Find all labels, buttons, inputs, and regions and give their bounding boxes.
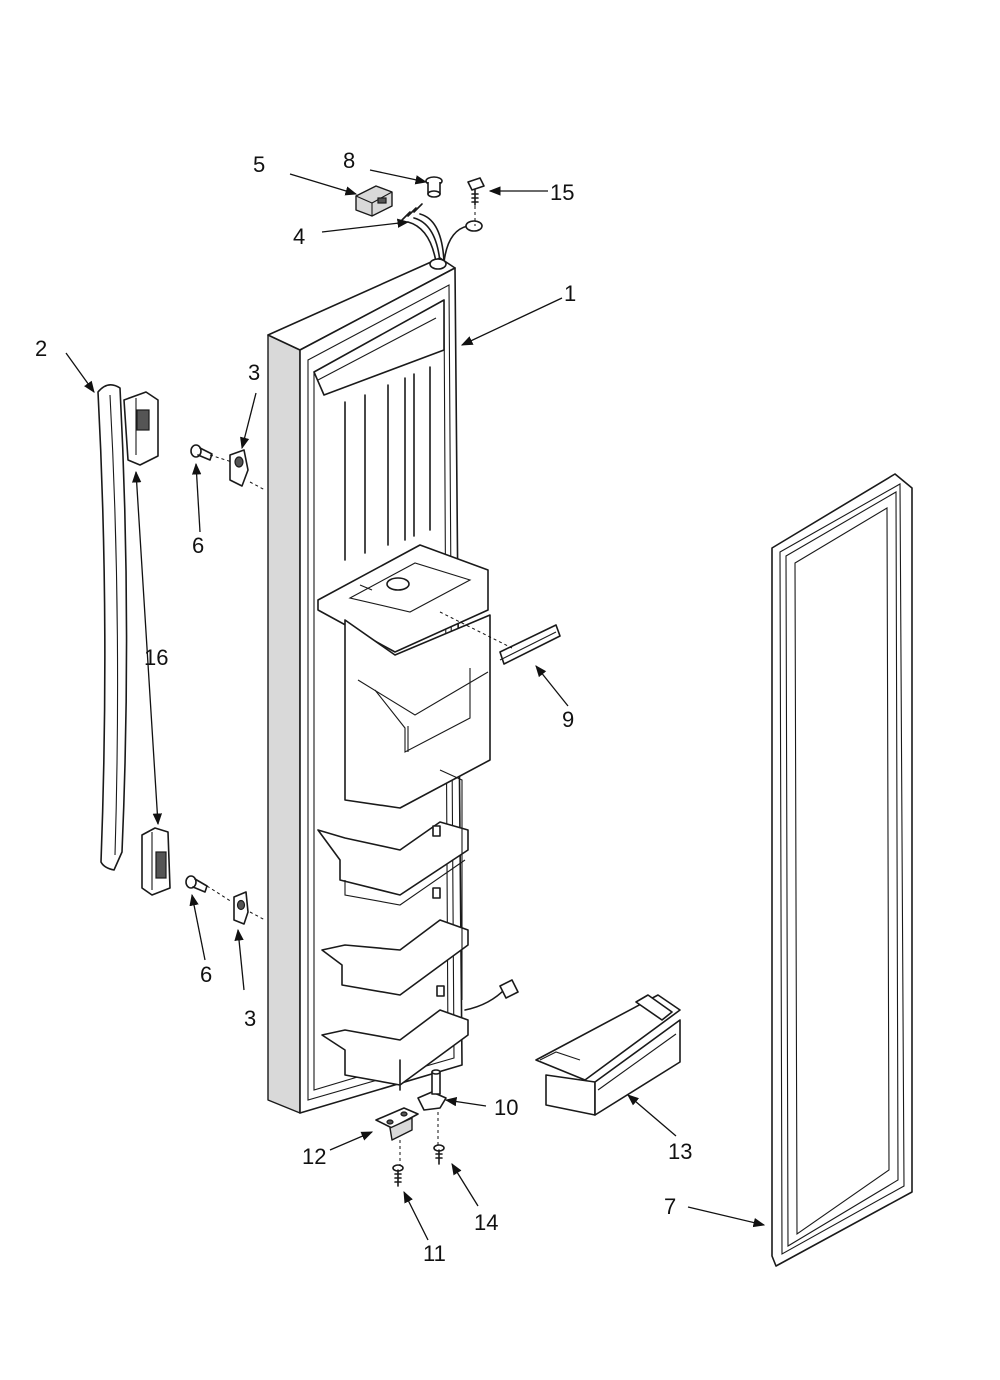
callout-11: 11: [423, 1241, 446, 1266]
door-bin: [535, 994, 681, 1116]
hinge-bracket: [375, 1107, 419, 1141]
leader-lines: [65, 169, 766, 1241]
switch-wire: [464, 979, 519, 1011]
wire-harness: [401, 203, 483, 270]
callout-7: 7: [664, 1194, 676, 1219]
callout-13: 13: [668, 1139, 692, 1164]
callout-14: 14: [474, 1210, 498, 1235]
handle: [97, 384, 128, 871]
callout-15: 15: [550, 180, 574, 205]
handle-end-cap-bottom: [141, 827, 171, 896]
ground-screw: [467, 177, 485, 206]
wire-connector: [355, 185, 393, 217]
handle-bracket-top: [229, 449, 249, 487]
callout-2: 2: [35, 336, 47, 361]
callout-16: 16: [144, 645, 168, 670]
callout-9: 9: [562, 707, 574, 732]
callout-5: 5: [253, 152, 265, 177]
door-panel: [267, 257, 491, 1114]
callout-12: 12: [302, 1144, 326, 1169]
callout-1: 1: [564, 281, 576, 306]
callout-6-top: 6: [192, 533, 204, 558]
handle-bracket-bottom: [233, 891, 249, 925]
hinge-screw: [392, 1164, 404, 1187]
callout-3-top: 3: [248, 360, 260, 385]
callout-labels: 1 2 3 3 4 5 6 6 7 8 9 10 11 12 13 14 15 …: [35, 148, 692, 1266]
dispenser-trim: [499, 624, 561, 665]
callout-8: 8: [343, 148, 355, 173]
callout-6-bottom: 6: [200, 962, 212, 987]
callout-4: 4: [293, 224, 305, 249]
screw-top: [190, 444, 213, 461]
callout-3-bottom: 3: [244, 1006, 256, 1031]
door-gasket: [771, 473, 913, 1267]
callout-10: 10: [494, 1095, 518, 1120]
screw-bottom: [185, 875, 208, 893]
plug: [425, 176, 443, 198]
hinge-pin: [417, 1069, 447, 1111]
pin-screw: [433, 1144, 445, 1165]
handle-end-cap-top: [123, 391, 159, 466]
